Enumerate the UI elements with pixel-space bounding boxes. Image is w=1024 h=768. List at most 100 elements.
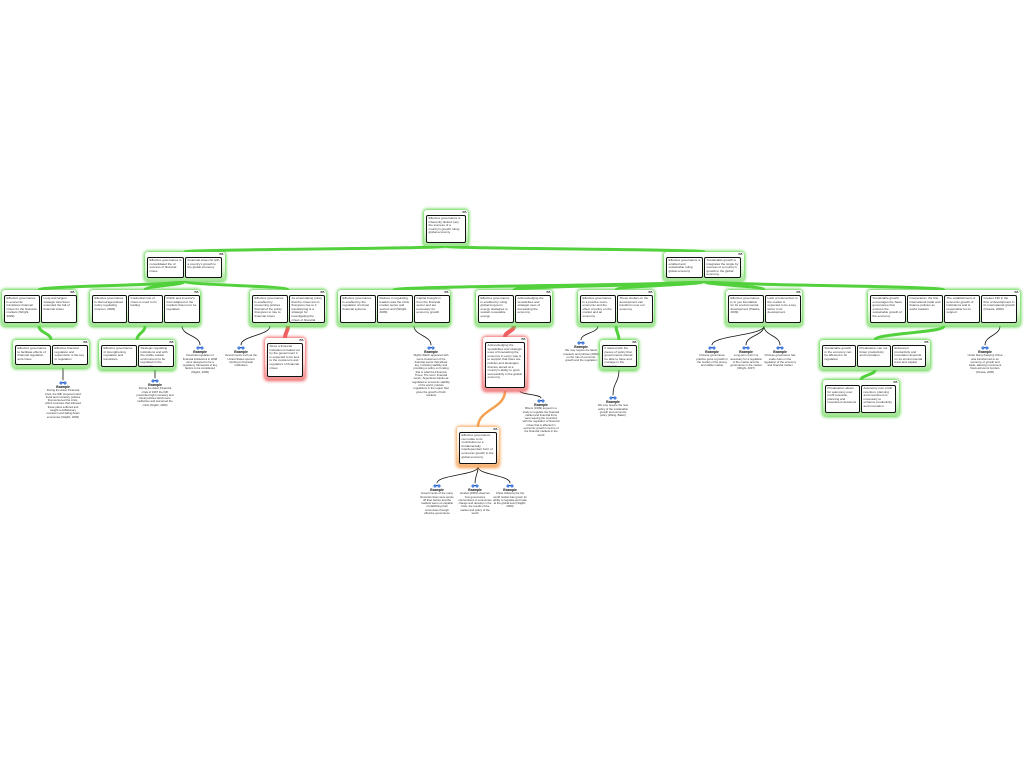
rebuttal-link (476, 389, 507, 429)
claim-box-r20[interactable]: Greater FDI in the flow of development i… (981, 295, 1017, 323)
premise-label: PA (738, 251, 743, 256)
claim-box-root[interactable]: Effective governance is inherently disti… (426, 215, 466, 243)
premise-label: PA (493, 426, 498, 431)
example-icon (742, 346, 750, 350)
example-link (413, 325, 432, 346)
claim-box-r5[interactable]: Public and investor's trust adapted of t… (164, 295, 200, 323)
support-link (143, 279, 187, 292)
example-icon (471, 484, 479, 488)
premise-label: PA (924, 339, 929, 344)
claim-box-b7[interactable]: It started with the pieces of policy tha… (602, 345, 637, 367)
claim-box-r14[interactable]: These studies on the development can tra… (617, 295, 653, 323)
support-link (614, 279, 706, 292)
support-link (37, 324, 53, 342)
claim-box-b8[interactable]: Sustainable growth in the economy can be… (822, 345, 856, 367)
claim-box-r4[interactable]: Credential cost of crises is used to its… (128, 295, 163, 323)
premise-label: PA (83, 339, 88, 344)
premise-label: PA (444, 289, 449, 294)
claim-box-b4[interactable]: Strategic regulating institutions and wi… (138, 345, 174, 367)
example-icon (609, 396, 617, 400)
objection-link (283, 324, 290, 340)
claim-box-b2[interactable]: Effective financial regulation and super… (52, 345, 88, 365)
claim-box-c2[interactable]: Financial crises hit with a country's gr… (185, 257, 222, 278)
claim-box-b5[interactable]: Since a financial institution is bailed … (267, 343, 303, 377)
claim-box-r18[interactable]: Cooperation: the first international tra… (907, 295, 943, 323)
claim-box-c1[interactable]: Effective governance is consolidated the… (147, 257, 184, 278)
example-icon (196, 346, 204, 350)
example-link (984, 325, 1001, 346)
example-icon (151, 379, 159, 383)
example-label: Example (148, 382, 162, 387)
example-icon (981, 346, 989, 350)
claim-box-r12[interactable]: Acknowledging the sensitivities and stra… (515, 295, 551, 323)
claim-box-d1[interactable]: Privatisation allows for autonomy over p… (825, 385, 860, 413)
example-text: During the Asian Financial crisis, the I… (44, 388, 82, 419)
claim-box-b9[interactable]: Privatisation can not foster productivit… (857, 345, 891, 367)
support-link (443, 244, 706, 254)
example-text: During the Asian Financial crisis of 199… (136, 386, 174, 407)
example-label: Example (606, 399, 620, 404)
support-link (135, 324, 147, 342)
claim-box-r2[interactable]: Long and largest strategic structures ex… (41, 295, 77, 323)
premise-label: PA (299, 337, 304, 342)
premise-label: PA (1014, 289, 1019, 294)
claim-box-r17[interactable]: Sustainable growth encourages the basis … (870, 295, 906, 323)
example-text: Governments of the many financial crises… (420, 491, 454, 516)
example-link (763, 325, 781, 346)
claim-box-r6[interactable]: Effective governance is enabled by prese… (252, 295, 288, 323)
premise-label: PA (893, 379, 898, 384)
example-icon (506, 484, 514, 488)
example-link (580, 325, 599, 341)
example-link (519, 390, 542, 399)
example-icon (427, 346, 435, 350)
support-link (702, 279, 946, 292)
claim-box-r10[interactable]: Capital brought in from the financial se… (414, 295, 450, 323)
example-link (240, 325, 271, 346)
support-link (859, 368, 877, 382)
premise-label: PA (219, 251, 224, 256)
claim-box-r7[interactable]: As a lawmaking policy that the crises lo… (289, 295, 325, 323)
premise-label: PA (546, 289, 551, 294)
example-label: Example (978, 349, 992, 354)
claim-box-b10[interactable]: Enhanced productivity and innovation dep… (892, 345, 926, 367)
claim-box-r11[interactable]: Effective governance is enabled by rulin… (478, 295, 514, 323)
claim-box-r19[interactable]: The establishment of economic growth of … (944, 295, 980, 323)
example-text: Governments such as the United States op… (225, 353, 257, 368)
example-label: Example (705, 349, 719, 354)
claim-box-d2[interactable]: Autonomy over profit retention, planning… (861, 385, 896, 413)
claim-box-o1[interactable]: Effective governance can relate to its c… (459, 432, 497, 464)
claim-box-r9[interactable]: Reduce in regulating leaders was the cri… (377, 295, 413, 323)
claim-box-r16[interactable]: Lack of intervention in the market is ex… (765, 295, 801, 323)
claim-box-r3[interactable]: Effective governance is discouraged abou… (92, 295, 127, 323)
example-label: Example (534, 402, 548, 407)
support-link (183, 244, 447, 254)
claim-box-c4[interactable]: Sustainable growth is integrates the sin… (704, 257, 741, 278)
claim-box-r13[interactable]: Effective governance is a positive socio… (580, 295, 616, 323)
claim-box-r1[interactable]: Effective governance is economic transit… (4, 295, 40, 323)
claim-box-r15[interactable]: Effective governance is to yes foundatio… (728, 295, 764, 323)
premise-label: PA (462, 209, 467, 214)
claim-box-c3[interactable]: Effective governance is enabled and sust… (666, 257, 703, 278)
example-icon (708, 346, 716, 350)
claim-box-b6[interactable]: Acknowledging the sensitivities and stra… (485, 342, 525, 388)
claim-box-b3[interactable]: Effective governance of strengthening re… (101, 345, 137, 367)
example-text: Hesbol (2009) observes how governance in… (458, 491, 492, 516)
claim-box-b1[interactable]: Effective governance to facilitate effec… (15, 345, 51, 365)
claim-box-r8[interactable]: Effective governance is enabled by the r… (340, 295, 376, 323)
